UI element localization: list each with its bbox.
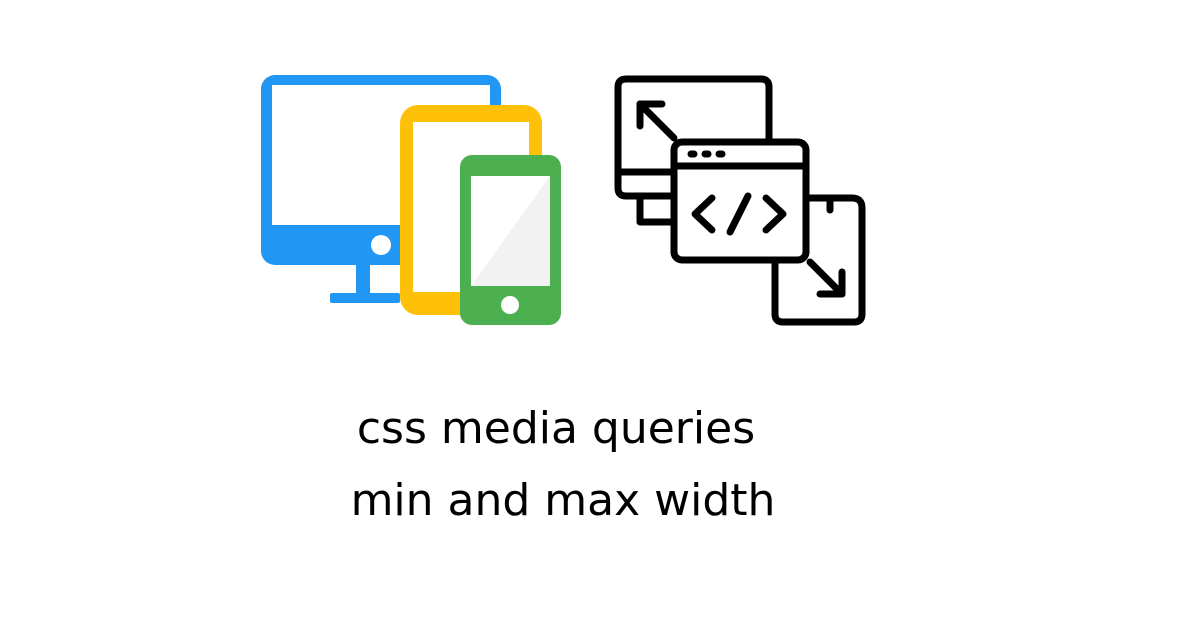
code-window-resize-icon — [614, 75, 866, 326]
code-bracket-right — [762, 194, 787, 234]
responsive-devices-icon — [261, 75, 561, 325]
phone-home-button — [501, 296, 519, 314]
smartphone-icon — [460, 155, 561, 325]
expand-arrow-top-left-icon — [636, 100, 678, 142]
title-line-2: min and max width — [350, 475, 776, 526]
connector-left — [636, 194, 676, 226]
code-window-icon — [670, 138, 810, 264]
front-panel-outline — [771, 194, 866, 326]
title-line-1: css media queries — [356, 403, 756, 454]
back-panel-outline — [614, 75, 773, 200]
code-bracket-left — [691, 194, 716, 234]
monitor-stand-base — [330, 293, 400, 303]
monitor-stand-neck — [356, 262, 370, 298]
monitor-power-dot — [371, 235, 391, 255]
code-window-frame — [670, 138, 810, 264]
phone-screen-shade — [471, 176, 550, 286]
expand-arrow-bottom-right-icon — [806, 258, 846, 298]
code-slash — [726, 192, 752, 236]
